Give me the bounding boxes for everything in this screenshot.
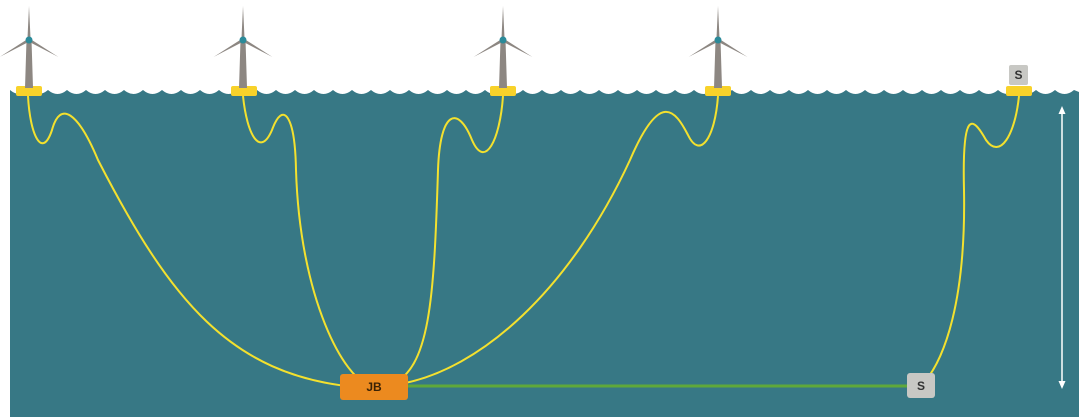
arrow-up-icon	[1058, 106, 1066, 114]
wind-turbine-icon	[688, 6, 748, 88]
floating-substation: S	[1009, 65, 1028, 85]
wind-turbine-icon	[213, 6, 273, 88]
array-cable-turbine-3	[389, 95, 504, 386]
array-cable-turbine-2	[242, 95, 371, 386]
water-depth-arrow	[1058, 106, 1066, 389]
seabed-substation-box	[907, 373, 935, 398]
array-cable-turbine-4	[399, 95, 719, 385]
turbine-float	[16, 86, 42, 96]
junction-box-label: JB	[366, 380, 382, 394]
seabed-substation: S	[907, 373, 935, 398]
wind-turbine-icon	[0, 6, 59, 88]
junction-box-rect	[340, 374, 408, 400]
junction-box: JB	[340, 374, 408, 400]
turbine-float	[705, 86, 731, 96]
arrow-down-icon	[1058, 381, 1066, 389]
substation-riser-cable	[921, 95, 1020, 386]
array-cable-turbine-1	[27, 95, 356, 388]
substation-float	[1006, 86, 1032, 96]
turbine-float	[231, 86, 257, 96]
sea-water	[10, 90, 1079, 417]
turbine-float	[490, 86, 516, 96]
wind-turbine-icon	[473, 6, 533, 88]
seabed-substation-label: S	[917, 379, 925, 393]
floating-substation-box	[1009, 65, 1028, 85]
floating-substation-label: S	[1014, 68, 1022, 82]
